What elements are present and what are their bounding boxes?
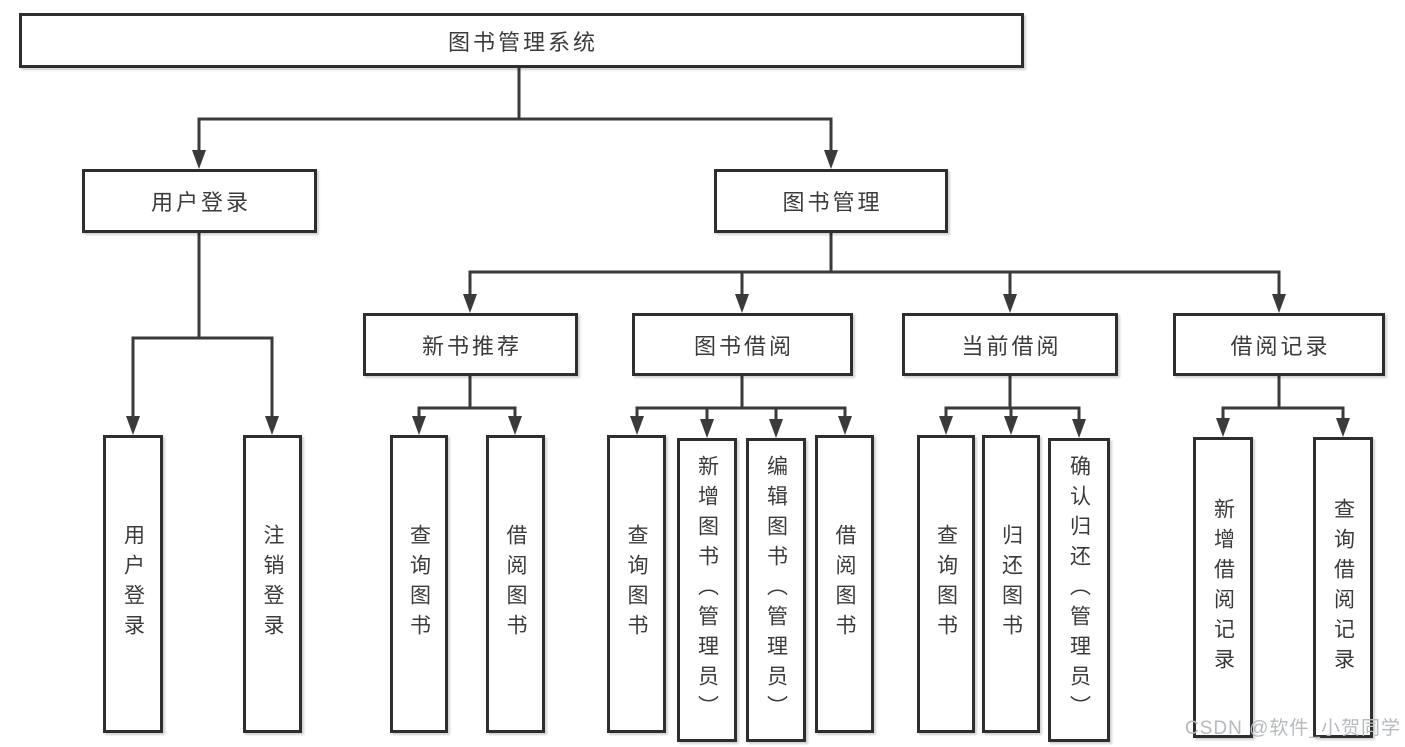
node-label: 查询借阅记录 xyxy=(1331,497,1355,678)
node-label: 确认归还（管理员） xyxy=(1067,455,1091,725)
node-label: 当前借阅 xyxy=(961,333,1062,359)
node-label: 查询图书 xyxy=(407,524,431,644)
leaf-query-books-recommend: 查询图书 xyxy=(390,435,448,733)
leaf-borrow-books-recommend: 借阅图书 xyxy=(486,435,545,733)
leaf-return-books: 归还图书 xyxy=(982,435,1040,733)
leaf-query-books-borrow: 查询图书 xyxy=(607,435,666,733)
leaf-logout-login: 注销登录 xyxy=(243,435,302,733)
node-label: 借阅记录 xyxy=(1230,333,1331,359)
node-label: 借阅图书 xyxy=(504,524,527,644)
leaf-query-borrow-record: 查询借阅记录 xyxy=(1313,437,1373,738)
node-label: 查询图书 xyxy=(934,524,958,644)
node-library-management-system: 图书管理系统 xyxy=(19,13,1024,68)
node-label: 归还图书 xyxy=(999,524,1023,644)
csdn-watermark: CSDN @软件_小贺同学 xyxy=(1185,718,1401,739)
connector-edges xyxy=(131,66,1345,423)
leaf-edit-book-admin: 编辑图书（管理员） xyxy=(746,438,806,742)
arrowheads xyxy=(126,150,1350,438)
node-label: 编辑图书（管理员） xyxy=(764,455,788,725)
leaf-confirm-return-admin: 确认归还（管理员） xyxy=(1048,438,1110,742)
leaf-borrow-books-borrow: 借阅图书 xyxy=(815,435,874,733)
node-label: 新书推荐 xyxy=(421,333,522,359)
leaf-query-books-current: 查询图书 xyxy=(917,435,975,733)
node-book-borrow: 图书借阅 xyxy=(632,313,853,376)
node-label: 新增图书（管理员） xyxy=(695,455,719,725)
node-label: 用户登录 xyxy=(150,190,251,215)
leaf-add-book-admin: 新增图书（管理员） xyxy=(677,438,737,742)
leaf-add-borrow-record: 新增借阅记录 xyxy=(1193,437,1253,738)
node-label: 用户登录 xyxy=(121,524,145,644)
node-label: 图书借阅 xyxy=(693,333,794,359)
node-borrow-records: 借阅记录 xyxy=(1173,313,1385,376)
node-label: 查询图书 xyxy=(625,524,648,644)
node-label: 新增借阅记录 xyxy=(1211,497,1235,678)
node-label: 图书管理 xyxy=(782,190,883,215)
node-new-book-recommend: 新书推荐 xyxy=(363,313,578,376)
node-book-management: 图书管理 xyxy=(714,169,948,233)
node-label: 图书管理系统 xyxy=(447,29,598,55)
node-user-login: 用户登录 xyxy=(82,169,317,233)
node-label: 借阅图书 xyxy=(833,524,856,644)
node-label: 注销登录 xyxy=(261,524,284,644)
node-current-borrow: 当前借阅 xyxy=(902,313,1118,376)
leaf-user-login: 用户登录 xyxy=(103,435,163,733)
